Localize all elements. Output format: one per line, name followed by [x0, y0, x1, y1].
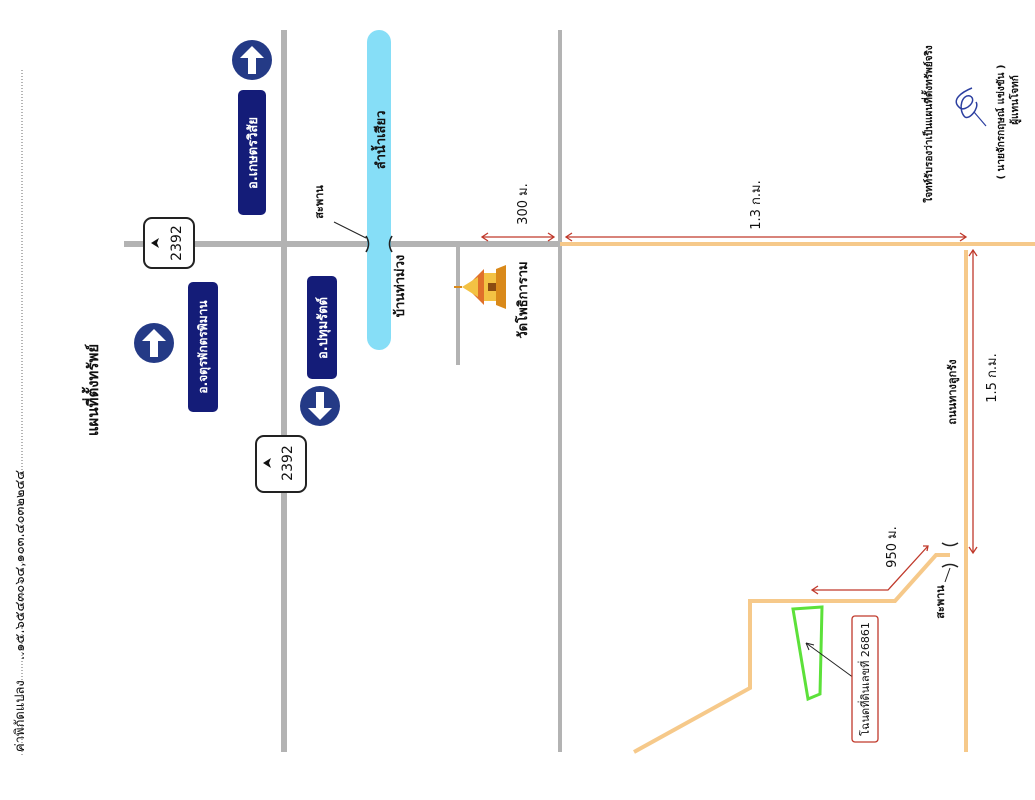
parcel-pointer-head	[805, 642, 815, 651]
svg-text:อ.ปทุมรัตต์: อ.ปทุมรัตต์	[315, 297, 331, 359]
coordinate-value: ..๑๕.๖๕๔๓๐๖๔,๑๐๓.๔๐๓๒๒๔๔	[13, 470, 28, 660]
district-kaset-wisai: อ.เกษตรวิสัย	[238, 90, 266, 215]
bridge-top-label: สะพาน	[313, 185, 326, 219]
highway-shield-upper: 2392	[143, 217, 195, 269]
parcel-pointer	[805, 642, 855, 679]
district-pathum-rat: อ.ปทุมรัตต์	[307, 276, 337, 379]
arrow-up-icon	[134, 323, 174, 363]
certifier-role: ผู้แทนโจทก์	[1008, 75, 1022, 125]
bridge-icon	[365, 235, 393, 253]
dimension-950m	[812, 545, 929, 591]
arrow-down-icon	[300, 386, 340, 426]
dimension-1-3km-arrows	[564, 232, 968, 242]
dirt-road-label: ถนนทางลูกรัง	[946, 359, 960, 424]
coordinate-label: ค่าพิกัดแปลง	[13, 680, 28, 752]
bridge-pointer	[333, 221, 367, 239]
garuda-icon	[151, 238, 159, 248]
parcel-label: โฉนดที่ดินเลขที่ 26861	[857, 622, 872, 736]
certification-statement: ใจทท์รับรองว่าเป็นแผนที่ตั้งทรัพย์จริง	[921, 45, 935, 202]
svg-text:อ.จตุรพักตรพิมาน: อ.จตุรพักตรพิมาน	[196, 300, 211, 394]
highway-shield-lower: 2392	[255, 435, 307, 493]
bridge-bottom-label: สะพาน	[934, 585, 947, 619]
distance-300m: 300 ม.	[516, 183, 531, 225]
dimension-950m-arrows	[810, 545, 929, 595]
certifier-name: ( นายจักรกฤษณ์ แข่งขัน )	[995, 65, 1007, 180]
dimension-1-5km-arrows	[968, 248, 978, 555]
parcel-label-box: โฉนดที่ดินเลขที่ 26861	[851, 615, 879, 743]
stream-label: ลำน้ำเสียว	[370, 111, 389, 170]
village-label: บ้านท่าม่วง	[392, 255, 408, 318]
bridge-pointer	[944, 567, 951, 583]
svg-text:2392: 2392	[280, 445, 296, 481]
signature-icon	[955, 87, 987, 127]
map-title: แผนที่ตั้งทรัพย์	[81, 344, 102, 436]
distance-1-3km: 1.3 ก.ม.	[749, 180, 764, 230]
garuda-icon	[263, 458, 271, 468]
dimension-300m-arrows	[480, 232, 556, 242]
temple-label: วัดโพธิการาม	[514, 261, 531, 338]
bridge-icon	[941, 542, 959, 568]
svg-text:2392: 2392	[169, 225, 185, 261]
stream	[367, 30, 391, 350]
dirt-road-to-parcel	[633, 553, 950, 754]
temple-icon	[454, 265, 506, 309]
distance-1-5km: 1.5 ก.ม.	[985, 353, 1000, 403]
parcel-outline	[791, 605, 824, 702]
distance-950m: 950 ม.	[885, 526, 900, 568]
arrow-up-icon	[232, 40, 272, 80]
svg-text:อ.เกษตรวิสัย: อ.เกษตรวิสัย	[246, 117, 261, 189]
district-chaturaphak-phiman: อ.จตุรพักตรพิมาน	[188, 282, 218, 412]
